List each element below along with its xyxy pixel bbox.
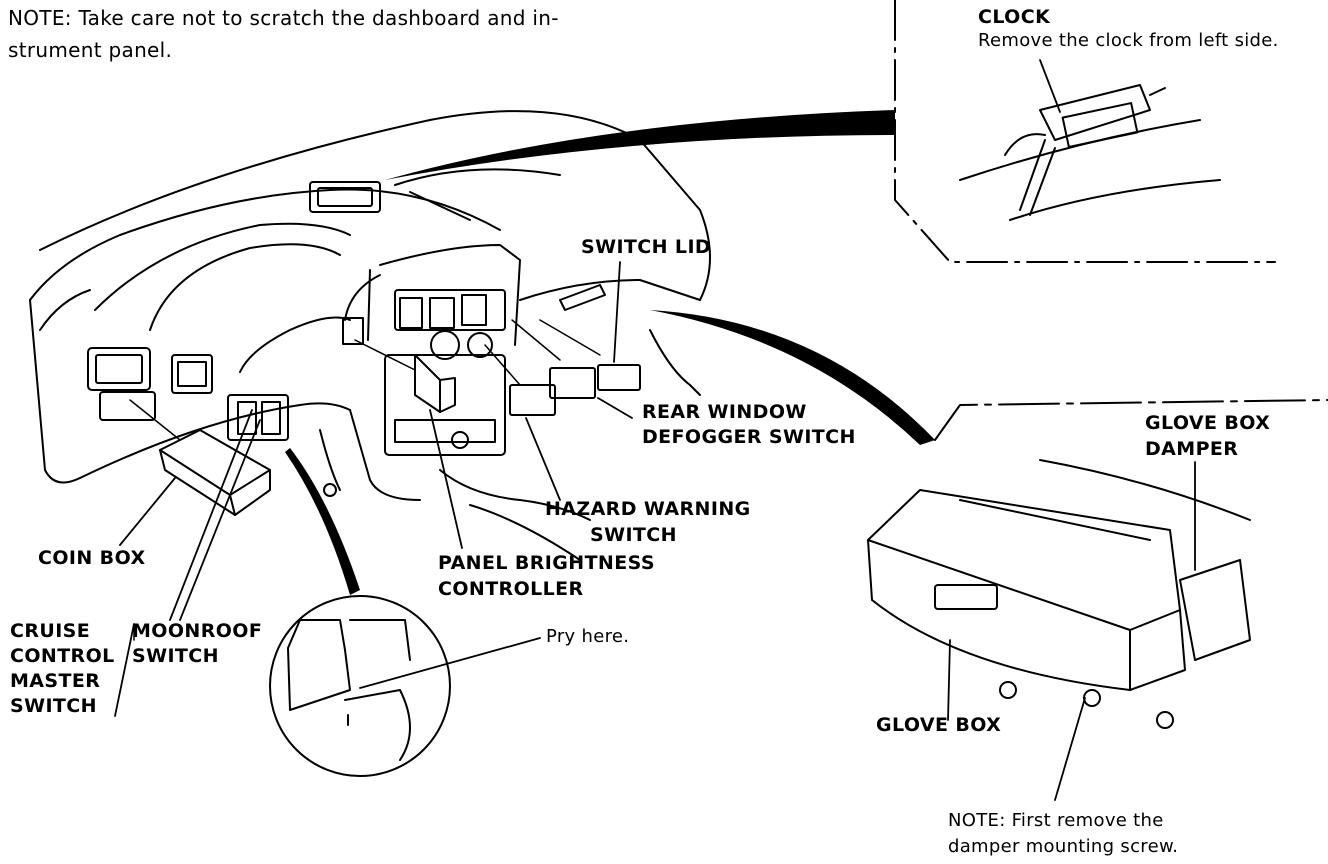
note-top-line2: strument panel.	[8, 38, 173, 62]
leader-lines	[115, 60, 1195, 800]
moonroof-label-1: MOONROOF	[132, 620, 263, 642]
left-vents	[88, 348, 212, 420]
moonroof-label-2: SWITCH	[132, 645, 219, 667]
glove-box-label: GLOVE BOX	[876, 714, 1002, 736]
cruise-label-3: MASTER	[10, 670, 101, 692]
note-bottom-line2: damper mounting screw.	[948, 836, 1179, 857]
clock-instruction: Remove the clock from left side.	[978, 30, 1279, 51]
removal-arrows	[130, 320, 600, 440]
pry-here-label: Pry here.	[546, 626, 630, 647]
clock-title: CLOCK	[978, 6, 1051, 28]
hazard-label-2: SWITCH	[590, 524, 677, 546]
center-console	[324, 290, 505, 496]
pry-here-magnifier	[270, 596, 450, 776]
switch-lid-label: SWITCH LID	[581, 236, 712, 258]
cruise-label-2: CONTROL	[10, 645, 115, 667]
coin-box-label: COIN BOX	[38, 547, 146, 569]
rear-window-label-2: DEFOGGER SWITCH	[642, 426, 856, 448]
pulled-switches	[415, 355, 640, 415]
dash-right-lid	[560, 285, 605, 310]
note-top-line1: NOTE: Take care not to scratch the dashb…	[8, 6, 559, 30]
hazard-label-1: HAZARD WARNING	[545, 498, 751, 520]
panel-brightness-label-1: PANEL BRIGHTNESS	[438, 552, 655, 574]
glove-box-damper-label-2: DAMPER	[1145, 438, 1239, 460]
callout-swoops	[285, 110, 935, 595]
panel-brightness-label-2: CONTROLLER	[438, 578, 584, 600]
note-bottom-line1: NOTE: First remove the	[948, 810, 1164, 831]
center-upper-vent	[310, 169, 560, 220]
cruise-label-4: SWITCH	[10, 695, 97, 717]
dashboard-outline	[30, 111, 710, 560]
coin-box-drawing	[160, 430, 270, 515]
glove-box-damper-label-1: GLOVE BOX	[1145, 412, 1271, 434]
rear-window-label-1: REAR WINDOW	[642, 401, 807, 423]
switch-cluster-drawing	[228, 395, 288, 440]
clock-inset	[895, 0, 1275, 262]
glove-box-inset	[868, 400, 1328, 728]
cruise-label-1: CRUISE	[10, 620, 91, 642]
